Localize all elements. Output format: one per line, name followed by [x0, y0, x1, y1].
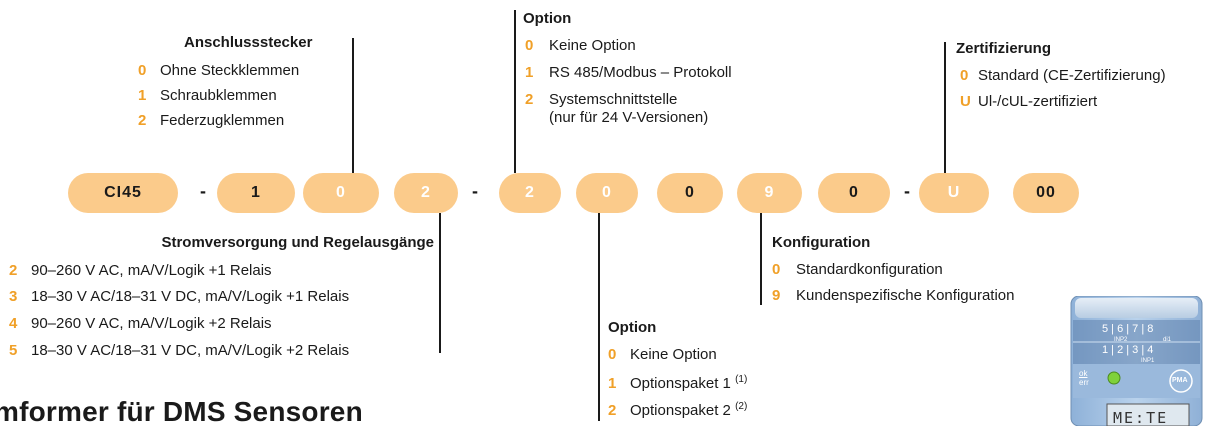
- option-key: U: [960, 93, 971, 110]
- stromversorgung-item: 3 18–30 V AC/18–31 V DC, mA/V/Logik +1 Re…: [9, 288, 349, 306]
- option-key: 1: [138, 87, 147, 104]
- code-pill-position-4: 2: [394, 173, 458, 213]
- option-label: Standardkonfiguration: [796, 261, 943, 278]
- code-pill-konfiguration: 9: [737, 173, 802, 213]
- option-label: Ul-/cUL-zertifiziert: [978, 93, 1098, 110]
- code-pill-position-7: 0: [657, 173, 723, 213]
- code-separator: -: [904, 181, 910, 201]
- option-key: 2: [138, 112, 147, 129]
- option-key: 2: [9, 262, 18, 279]
- di1-label: di1: [1163, 337, 1172, 343]
- code-pill-zertifizierung: U: [919, 173, 989, 213]
- option-bottom-item: 2 Optionspaket 2 (2): [608, 402, 747, 420]
- zertifizierung-title: Zertifizierung: [956, 40, 1052, 57]
- option-key: 2: [525, 91, 534, 108]
- stromversorgung-item: 4 90–260 V AC, mA/V/Logik +2 Relais: [9, 315, 272, 333]
- connector-option-top: [514, 10, 516, 173]
- code-separator: -: [472, 181, 478, 201]
- option-key: 2: [608, 402, 617, 419]
- option-top-item-line2: (nur für 24 V-Versionen): [549, 109, 709, 126]
- option-label: Keine Option: [630, 346, 717, 363]
- zertifizierung-item: U Ul-/cUL-zertifiziert: [960, 93, 1097, 111]
- connector-stromversorgung: [439, 213, 441, 353]
- pma-logo: PMA: [1172, 377, 1188, 384]
- inp1-label: INP1: [1141, 358, 1155, 364]
- ok-label: ok: [1079, 369, 1088, 378]
- option-top-title: Option: [523, 10, 572, 27]
- err-label: err: [1079, 378, 1089, 387]
- option-key: 4: [9, 315, 18, 332]
- konfiguration-item: 9 Kundenspezifische Konfiguration: [772, 287, 1014, 305]
- stromversorgung-item: 2 90–260 V AC, mA/V/Logik +1 Relais: [9, 262, 272, 280]
- option-label: Federzugklemmen: [160, 112, 285, 129]
- option-key: 0: [608, 346, 617, 363]
- stromversorgung-item: 5 18–30 V AC/18–31 V DC, mA/V/Logik +2 Re…: [9, 342, 349, 360]
- option-bottom-title: Option: [608, 319, 657, 336]
- device-illustration: 5 | 6 | 7 | 8 INP2 di1 1 | 2 | 3 | 4 INP…: [1069, 295, 1204, 427]
- option-key: 3: [9, 288, 18, 305]
- terminal-row-top: 5 | 6 | 7 | 8: [1102, 323, 1154, 335]
- option-key: 0: [960, 67, 969, 84]
- anschlussstecker-title: Anschlussstecker: [184, 34, 313, 51]
- option-top-item: 1 RS 485/Modbus – Protokoll: [525, 64, 732, 82]
- footnote-ref: (2): [735, 401, 748, 412]
- option-key: 9: [772, 287, 781, 304]
- inp2-label: INP2: [1114, 337, 1128, 343]
- bottom-title: mformer für DMS Sensoren: [0, 396, 363, 427]
- option-top-item: 0 Keine Option: [525, 37, 636, 55]
- option-label: 90–260 V AC, mA/V/Logik +1 Relais: [31, 262, 272, 279]
- connector-option-bottom: [598, 213, 600, 421]
- option-top-item: 2 Systemschnittstelle: [525, 91, 677, 109]
- code-pill-suffix: 00: [1013, 173, 1079, 213]
- option-label: 90–260 V AC, mA/V/Logik +2 Relais: [31, 315, 272, 332]
- anschlussstecker-item: 0 Ohne Steckklemmen: [138, 62, 299, 80]
- device-display: ME:TE: [1113, 409, 1169, 427]
- connector-konfiguration: [760, 213, 762, 305]
- option-label: Optionspaket 1: [630, 375, 731, 392]
- option-label: Standard (CE-Zertifizierung): [978, 67, 1166, 84]
- konfiguration-item: 0 Standardkonfiguration: [772, 261, 943, 279]
- connector-zertifizierung: [944, 42, 946, 173]
- option-label: 18–30 V AC/18–31 V DC, mA/V/Logik +1 Rel…: [31, 288, 350, 305]
- anschlussstecker-item: 1 Schraubklemmen: [138, 87, 277, 105]
- option-key: 1: [525, 64, 534, 81]
- footnote-ref: (1): [735, 374, 748, 385]
- option-bottom-item: 1 Optionspaket 1 (1): [608, 375, 747, 393]
- code-pill-anschlussstecker: 0: [303, 173, 379, 213]
- option-bottom-item: 0 Keine Option: [608, 346, 717, 364]
- option-label: Optionspaket 2: [630, 402, 731, 419]
- code-pill-position-9: 0: [818, 173, 890, 213]
- option-label: Schraubklemmen: [160, 87, 277, 104]
- code-separator: -: [200, 181, 206, 201]
- option-key: 0: [772, 261, 781, 278]
- zertifizierung-item: 0 Standard (CE-Zertifizierung): [960, 67, 1166, 85]
- connector-anschlussstecker: [352, 38, 354, 173]
- status-led-icon: [1108, 372, 1120, 384]
- option-label: 18–30 V AC/18–31 V DC, mA/V/Logik +2 Rel…: [31, 342, 350, 359]
- option-key: 0: [138, 62, 147, 79]
- stromversorgung-title: Stromversorgung und Regelausgänge: [161, 234, 434, 251]
- konfiguration-title: Konfiguration: [772, 234, 871, 251]
- code-pill-option-top: 2: [499, 173, 561, 213]
- option-label: Ohne Steckklemmen: [160, 62, 300, 79]
- option-key: 0: [525, 37, 534, 54]
- code-pill-option-bottom: 0: [576, 173, 638, 213]
- option-label: Keine Option: [549, 37, 636, 54]
- anschlussstecker-item: 2 Federzugklemmen: [138, 112, 284, 130]
- option-key: 1: [608, 375, 617, 392]
- code-pill-model: CI45: [68, 173, 178, 213]
- option-label: Systemschnittstelle: [549, 91, 678, 108]
- terminal-row-bottom: 1 | 2 | 3 | 4: [1102, 344, 1154, 356]
- option-label: RS 485/Modbus – Protokoll: [549, 64, 732, 81]
- option-label: Kundenspezifische Konfiguration: [796, 287, 1015, 304]
- code-pill-stromversorgung: 1: [217, 173, 295, 213]
- option-key: 5: [9, 342, 18, 359]
